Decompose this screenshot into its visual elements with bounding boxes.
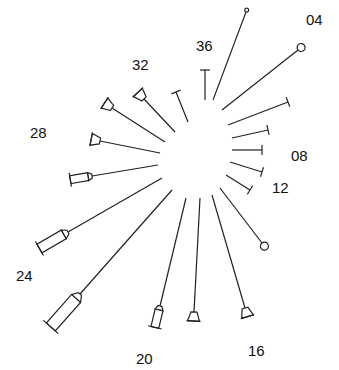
needle — [200, 70, 210, 100]
needle — [212, 195, 254, 319]
gauge-number: 04 — [306, 12, 323, 27]
needle — [213, 8, 249, 100]
gauge-number: 36 — [196, 38, 213, 53]
needle — [101, 97, 165, 142]
gauge-number: 08 — [291, 148, 308, 163]
needle — [133, 88, 175, 132]
gauge-number: 28 — [30, 125, 47, 140]
needle — [148, 198, 186, 329]
gauge-number: 12 — [272, 180, 289, 195]
needle — [222, 42, 307, 110]
needle — [187, 198, 201, 321]
needle — [171, 90, 188, 122]
gauge-number: 16 — [248, 343, 265, 358]
gauge-number: 24 — [16, 268, 33, 283]
needle — [228, 97, 290, 125]
gauge-number: 32 — [132, 57, 149, 72]
gauge-number: 20 — [136, 351, 153, 366]
needle — [232, 145, 262, 155]
needle — [220, 188, 270, 252]
needle — [35, 178, 162, 255]
needle — [43, 190, 172, 334]
needle — [230, 162, 263, 177]
needle — [90, 132, 160, 153]
needle — [232, 125, 269, 138]
needle — [69, 165, 158, 187]
needle — [226, 175, 253, 194]
